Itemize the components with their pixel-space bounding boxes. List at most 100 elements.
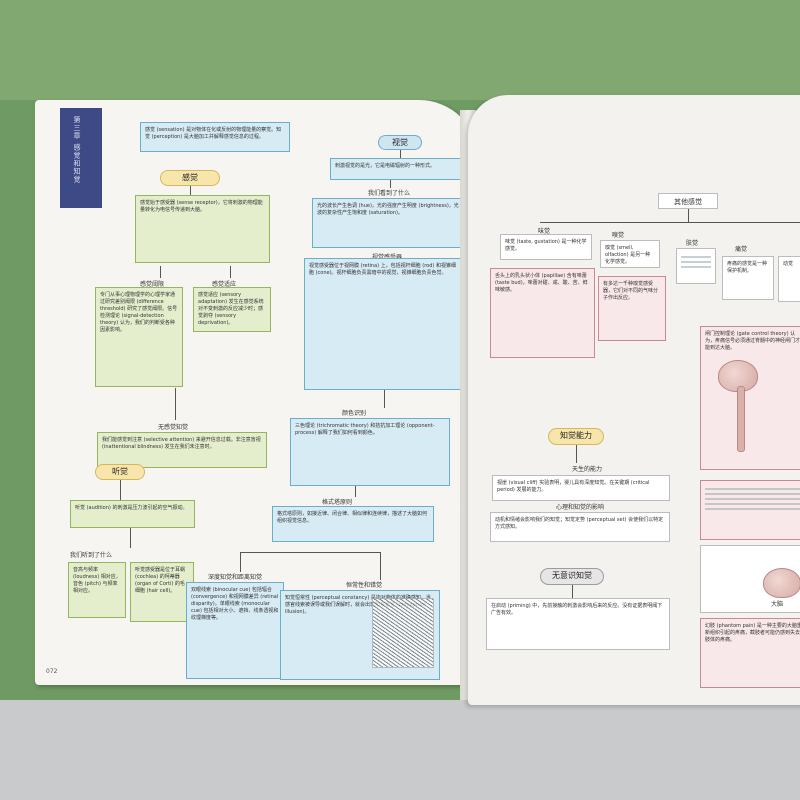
connector [576,445,577,463]
background-bottom [0,700,800,800]
threshold-heading: 感觉阈限 [140,281,165,288]
touch-box [676,248,716,284]
brain-caption: 大脑 [771,601,784,608]
touch-text-lines [681,256,711,268]
connector [355,486,356,497]
connector [190,186,191,195]
connector [572,585,573,598]
depth-text: 双眼线索 (binocular cue) 包括辐合 (convergence) … [191,587,279,621]
color-text: 三色理论 (trichromatic theory) 和拮抗加工理论 (oppo… [295,423,435,436]
phantom-box: 幻肢 (phantom pain) 是一种主要的大脑重新组织引起的疼痛，截肢者可… [700,618,800,688]
adaptation-box: 感觉适应 (sensory adaptation) 发生在感觉系统对不变刺激的反… [193,287,271,332]
touch-heading: 肤觉 [686,240,699,247]
psych-heading: 心理和知觉的影响 [556,504,605,511]
depth-heading: 深度知觉和距离知觉 [208,574,263,581]
gate-control-box: 闸门控制理论 (gate control theory) 认为，疼痛信号必须通过… [700,326,800,470]
threshold-box: 专门从事心理物理学的心理学家通过研究差别阈限 (difference thres… [95,287,183,387]
subliminal-heading: 无意识知觉 [540,568,604,585]
other-sense-text: 动觉 [783,261,794,267]
hearing-heading-text: 听觉 [112,467,128,476]
other-senses-heading-text: 其他感觉 [674,198,702,206]
vision-heading-text: 视觉 [392,138,408,147]
pain-top-box: 疼痛的感觉是一种保护机制。 [722,256,774,300]
connector [384,390,385,408]
ability-heading-text: 知觉能力 [560,431,592,440]
taste-top-box: 味觉 (taste, gustation) 是一种化学感觉。 [500,234,592,260]
taste-heading: 味觉 [538,228,551,235]
other-sense-box: 动觉 [778,256,800,302]
hear-what-heading: 我们听到了什么 [70,552,113,559]
unconscious-text: 我们能感觉到注意 (selective attention) 来避开信息过载。非… [102,437,261,450]
intro-box: 感觉 (sensation) 是对物体在化或反射的物理能量的察觉。知觉 (per… [140,122,290,152]
connector [240,552,380,553]
hear-what-text: 音高与频率 (loudness) 相对应，音色 (pitch) 与频率相对应。 [73,567,121,594]
pain-detail-lines [705,488,800,510]
sensation-heading: 感觉 [160,170,220,186]
what-we-see-box: 光的波长产生色调 (hue)，光的强度产生明度 (brightness)，光波的… [312,198,464,248]
constancy-heading: 恒常性和错觉 [346,582,383,589]
unconscious-box: 我们能感觉到注意 (selective attention) 来避开信息过载。非… [97,432,267,468]
subliminal-text: 在启动 (priming) 中，先前接触的刺激会影响后来的反应。没有证据表明阈下… [491,603,663,616]
pain-detail-box [700,480,800,540]
connector [240,552,241,572]
receptors-heading: 视觉感受器 [372,252,402,261]
hearing-text: 听觉 (audition) 的刺激是压力波引起的空气振动。 [75,505,188,511]
page-number: 072 [46,668,58,675]
connector [175,388,176,420]
sensation-text: 感觉始于感受器 (sense receptor)，它将刺激的物理能量转化为电信号… [140,200,263,213]
smell-top-box: 嗅觉 (smell, olfaction) 是另一种化学感觉。 [600,240,660,268]
connector [400,150,401,158]
psych-text: 动机和情绪会影响我们的知觉；知觉定势 (perceptual set) 会使我们… [495,517,664,530]
cochlea-box: 听觉感受器是位于耳蜗 (cochlea) 的柯蒂器 (organ of Cort… [130,562,194,622]
taste-box: 舌头上的乳头状小体 (papillae) 含有味蕾 (taste bud)，味蕾… [490,268,595,358]
smell-text: 有多达一千种嗅觉感受器，它们对不同的气味分子作出反应。 [603,281,659,301]
cochlea-text: 听觉感受器是位于耳蜗 (cochlea) 的柯蒂器 (organ of Cort… [135,567,186,594]
intro-text: 感觉 (sensation) 是对物体在化或反射的物理能量的察觉。知觉 (per… [145,127,282,140]
vision-intro-box: 刺激视觉的是光，它是电磁辐射的一种形式。 [330,158,470,180]
sensation-heading-text: 感觉 [182,173,198,182]
connector [160,266,161,278]
form-box: 格式塔原则，如接近律、闭合律、相似律和连续律，描述了大脑如何组织视觉信息。 [272,506,434,542]
illusion-image [372,598,434,668]
brain-diagram-icon [763,568,800,598]
unconscious-heading: 无感觉知觉 [158,424,189,431]
taste-top-text: 味觉 (taste, gustation) 是一种化学感觉。 [505,239,587,252]
pain-heading: 痛觉 [735,246,748,253]
threshold-text: 专门从事心理物理学的心理学家通过研究差别阈限 (difference thres… [100,292,178,333]
hear-what-box: 音高与频率 (loudness) 相对应，音色 (pitch) 与频率相对应。 [68,562,126,618]
vision-heading: 视觉 [378,135,422,150]
innate-heading: 天生的能力 [572,466,603,473]
what-we-see-heading: 我们看到了什么 [368,190,411,197]
connector [540,222,800,223]
connector [120,480,121,500]
color-box: 三色理论 (trichromatic theory) 和拮抗加工理论 (oppo… [290,418,450,486]
innate-box: 视崖 (visual cliff) 实验表明，婴儿具有深度知觉。在关键期 (cr… [492,475,670,501]
chapter-tab: 第三章 感觉和知觉 [60,108,102,208]
brain-diagram-box: 大脑 [700,545,800,613]
subliminal-box: 在启动 (priming) 中，先前接触的刺激会影响后来的反应。没有证据表明阈下… [486,598,670,650]
form-heading: 格式塔原则 [322,499,353,506]
psych-box: 动机和情绪会影响我们的知觉；知觉定势 (perceptual set) 会使我们… [490,512,670,542]
connector [380,552,381,580]
receptors-text: 视觉感受器位于视网膜 (retina) 上，包括视杆细胞 (rod) 和视锥细胞… [309,263,456,276]
adaptation-text: 感觉适应 (sensory adaptation) 发生在感觉系统对不变刺激的反… [198,292,264,326]
spine-illustration [737,386,745,452]
smell-heading: 嗅觉 [612,232,625,239]
sensation-box: 感觉始于感受器 (sense receptor)，它将刺激的物理能量转化为电信号… [135,195,270,263]
vision-intro-text: 刺激视觉的是光，它是电磁辐射的一种形式。 [335,163,436,169]
innate-text: 视崖 (visual cliff) 实验表明，婴儿具有深度知觉。在关键期 (cr… [497,480,650,493]
hearing-heading: 听觉 [95,464,145,480]
other-senses-heading: 其他感觉 [658,193,718,209]
connector [390,180,391,188]
hearing-box: 听觉 (audition) 的刺激是压力波引起的空气振动。 [70,500,195,528]
connector [688,209,689,222]
taste-text: 舌头上的乳头状小体 (papillae) 含有味蕾 (taste bud)，味蕾… [495,273,588,293]
constancy-text: 知觉恒常性 (perceptual constancy) 是指对物体的准确感知。… [285,595,431,615]
adaptation-heading: 感觉适应 [212,281,237,288]
smell-box: 有多达一千种嗅觉感受器，它们对不同的气味分子作出反应。 [598,276,666,341]
smell-top-text: 嗅觉 (smell, olfaction) 是另一种化学感觉。 [605,245,651,265]
chapter-tab-label: 第三章 感觉和知觉 [73,116,81,184]
ability-heading: 知觉能力 [548,428,604,445]
background-top [0,0,800,100]
connector [230,266,231,278]
